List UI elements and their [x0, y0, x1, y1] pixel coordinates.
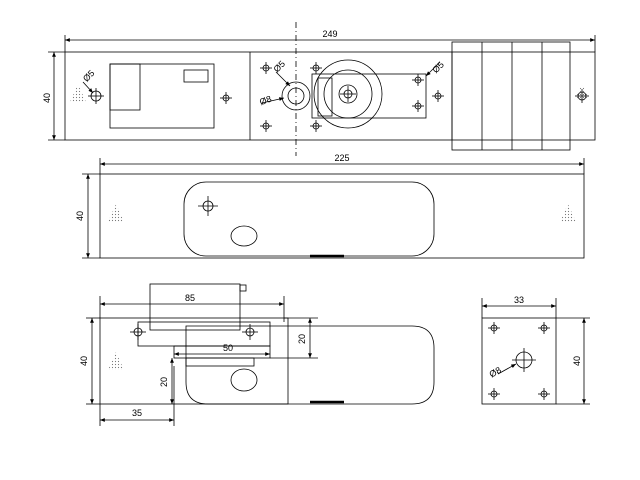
- module-box: [109, 63, 215, 129]
- dimension-label-bottom-height: 40: [79, 356, 89, 366]
- bore-label-top: Ø8: [258, 94, 273, 108]
- dimension-label-85: 85: [185, 293, 195, 303]
- side-view-bore: Ø8: [488, 348, 536, 379]
- bore-label-side: Ø8: [488, 365, 503, 380]
- dimension-label-225: 225: [334, 153, 349, 163]
- surface-mark-right-icon: [560, 204, 576, 222]
- side-view-plate: [481, 317, 557, 405]
- dimension-label-height: 40: [42, 93, 52, 103]
- middle-view-base-plate: [99, 173, 585, 259]
- dimension-label-side-height: 40: [572, 356, 582, 366]
- bottom-view-base-plate: [99, 317, 289, 405]
- bottom-cover-outline: [185, 325, 435, 405]
- bracket-holes: [130, 324, 258, 340]
- cover-outline: [183, 181, 435, 257]
- wheel-assembly: [311, 59, 427, 129]
- bracket-tab: [239, 284, 247, 292]
- bracket-upper: [149, 283, 241, 331]
- top-right-hole: [574, 84, 590, 103]
- surface-mark-left-icon: [108, 204, 124, 222]
- wheel-housing: [311, 73, 427, 119]
- dimension-label-middle-height: 40: [75, 211, 85, 221]
- bottom-slot: [230, 368, 258, 392]
- surface-mark-bottom-icon: [108, 352, 124, 370]
- bracket-foot: [185, 357, 255, 367]
- surface-mark-icon: [70, 84, 86, 102]
- dimension-label-riser-height: 20: [297, 334, 307, 344]
- module-window: [109, 63, 141, 111]
- top-view: 249 40 Ø5: [42, 22, 596, 156]
- dimension-label-offset-height: 20: [159, 377, 169, 387]
- cover-hole: [198, 196, 218, 216]
- wheel-outer: [313, 59, 383, 129]
- dimension-label-249: 249: [322, 29, 337, 39]
- battery-pack: [451, 41, 571, 151]
- dimension-label-33: 33: [514, 295, 524, 305]
- hole-label-right: Ø5: [430, 60, 446, 76]
- cover-slot: [230, 225, 258, 247]
- plate-mounting-holes: [260, 62, 322, 132]
- bottom-view: 85 50 40 20 20 35: [79, 283, 435, 426]
- top-view-base-plate: [64, 51, 596, 141]
- hole-label-left: Ø5: [81, 68, 97, 84]
- side-view: 33 40 Ø8: [481, 295, 590, 405]
- middle-view: 225 40: [75, 153, 585, 259]
- plate-bore: Ø8 Ø5: [258, 59, 311, 111]
- dimension-label-35: 35: [132, 408, 142, 418]
- side-view-holes: [488, 322, 550, 400]
- top-hole-mid-left: [220, 92, 232, 104]
- wheel-mounting-holes: Ø5: [412, 60, 446, 112]
- hole-label-center: Ø5: [272, 59, 288, 75]
- module-label-box: [183, 69, 209, 83]
- dimension-label-50: 50: [223, 343, 233, 353]
